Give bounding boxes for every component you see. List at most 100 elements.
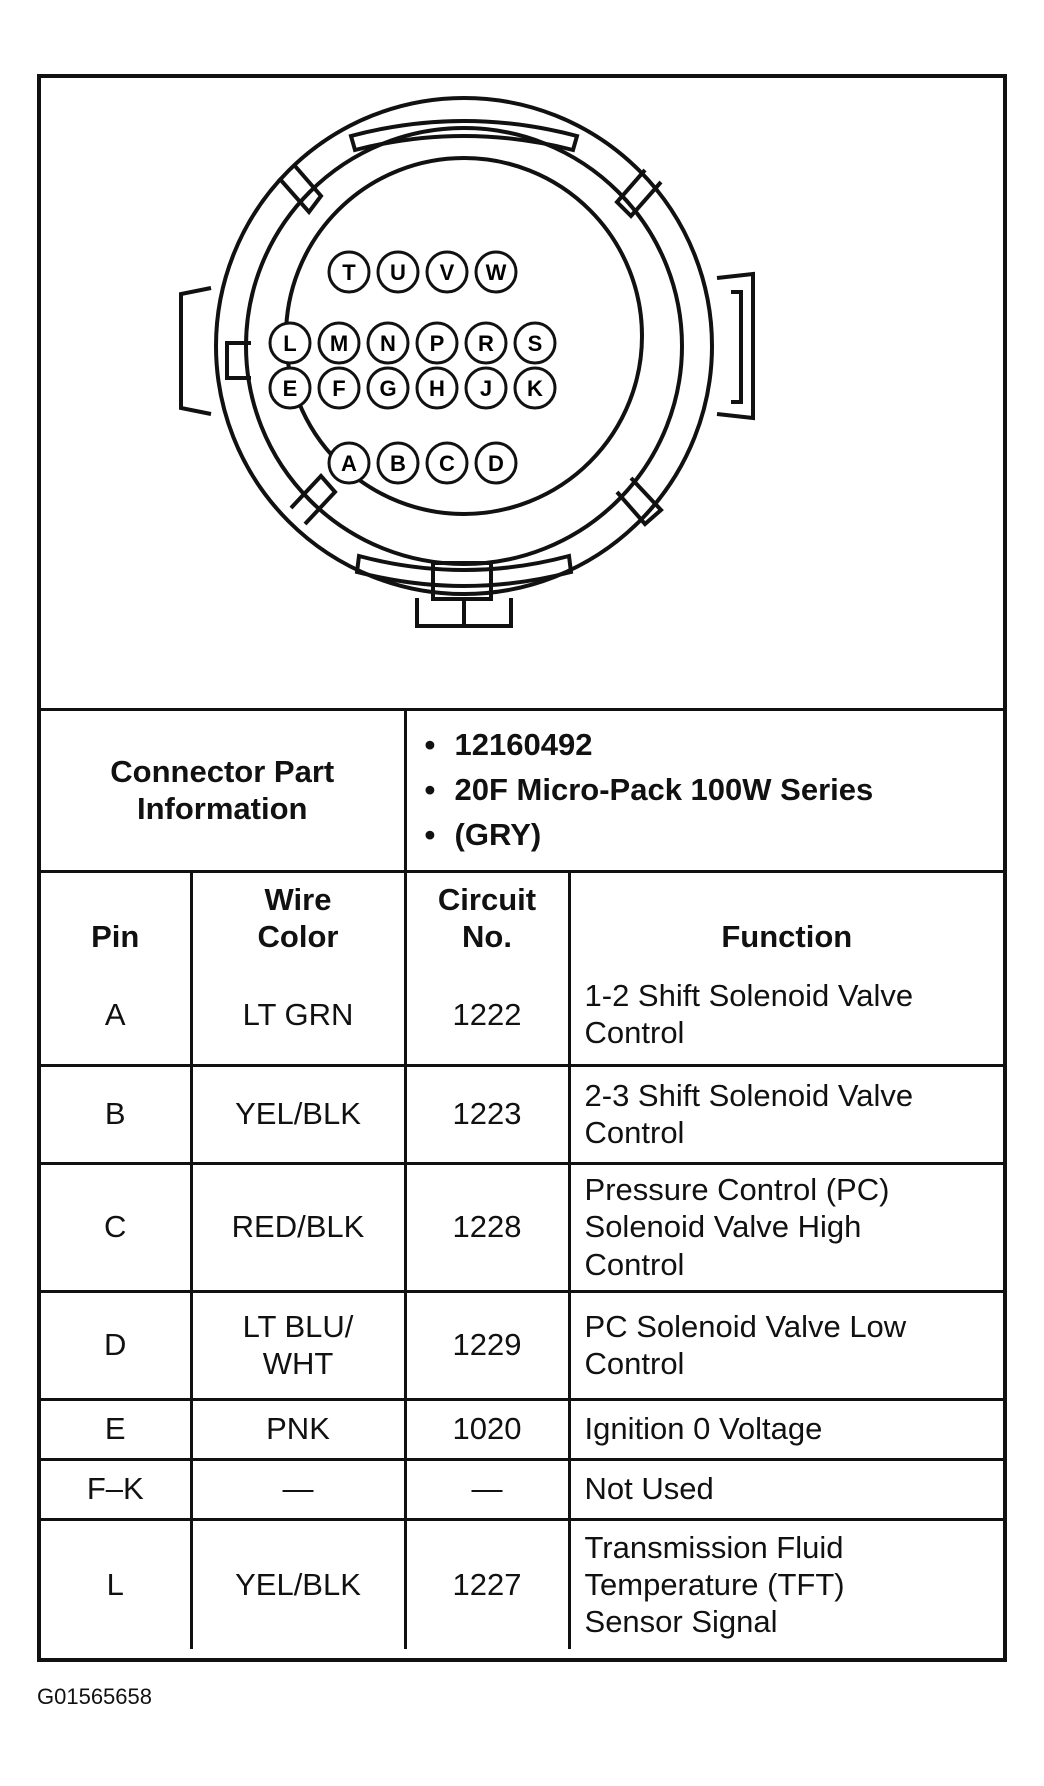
table-row: F–K——Not Used: [41, 1457, 1004, 1521]
pin-label: W: [486, 260, 507, 285]
wire-color-cell: LT GRN: [189, 965, 407, 1067]
pin-label: F: [332, 376, 345, 401]
notch-top-right: [614, 168, 663, 219]
header-circuit-no: Circuit No.: [403, 869, 571, 965]
pin-cell: E: [41, 1397, 193, 1461]
pin-b: B: [376, 441, 420, 485]
notch-bottom-left: [289, 473, 338, 526]
pin-h: H: [415, 366, 459, 410]
header-wire-color: Wire Color: [189, 869, 407, 965]
pin-a: A: [327, 441, 371, 485]
wire-color-cell: PNK: [189, 1397, 407, 1461]
pin-label: D: [488, 451, 504, 476]
pin-label: E: [283, 376, 298, 401]
header-pin: Pin: [41, 869, 193, 965]
pin-k: K: [513, 366, 557, 410]
pin-label: H: [429, 376, 445, 401]
wire-color-cell: YEL/BLK: [189, 1517, 407, 1649]
notch-bottom-right: [615, 476, 664, 527]
pinout-table: Connector Part Information •12160492 •20…: [41, 711, 1004, 1649]
pin-cell: A: [41, 965, 193, 1067]
pin-cell: C: [41, 1161, 193, 1293]
right-latch: [716, 271, 755, 421]
circuit-cell: 1222: [403, 965, 571, 1067]
right-latch-inner: [731, 290, 743, 404]
pin-label: B: [390, 451, 406, 476]
pin-t: T: [327, 250, 371, 294]
part-info-list: •12160492 •20F Micro-Pack 100W Series •(…: [415, 723, 996, 858]
connector-series: •20F Micro-Pack 100W Series: [424, 771, 874, 807]
pin-label: C: [439, 451, 455, 476]
pin-label: M: [330, 331, 348, 356]
connector-outer-shell: [214, 96, 714, 596]
left-latch: [179, 286, 212, 416]
pin-label: K: [527, 376, 543, 401]
wire-color-cell: RED/BLK: [189, 1161, 407, 1293]
top-key-slot: [348, 119, 580, 153]
part-number: •12160492: [424, 726, 593, 762]
pin-label: A: [341, 451, 357, 476]
header-function: Function: [567, 869, 1004, 965]
left-locking-tab: [225, 341, 251, 380]
circuit-cell: 1223: [403, 1063, 571, 1165]
pin-r: R: [464, 321, 508, 365]
pin-l: L: [268, 321, 312, 365]
pin-label: J: [480, 376, 492, 401]
table-header-row: Pin Wire Color Circuit No. Function: [41, 869, 1004, 965]
wire-color-cell: LT BLU/WHT: [189, 1289, 407, 1401]
part-info-row: Connector Part Information •12160492 •20…: [41, 711, 1004, 873]
pin-v: V: [425, 250, 469, 294]
pin-n: N: [366, 321, 410, 365]
notch-top-left: [277, 164, 324, 216]
pin-cell: D: [41, 1289, 193, 1401]
pin-m: M: [317, 321, 361, 365]
connector-color: •(GRY): [424, 816, 542, 852]
circuit-cell: 1229: [403, 1289, 571, 1401]
pin-u: U: [376, 250, 420, 294]
bottom-key-slot: [354, 553, 574, 588]
pin-f: F: [317, 366, 361, 410]
part-info-values: •12160492 •20F Micro-Pack 100W Series •(…: [403, 711, 1004, 873]
pin-w: W: [474, 250, 518, 294]
pin-c: C: [425, 441, 469, 485]
part-info-label: Connector Part Information: [41, 711, 407, 873]
pin-p: P: [415, 321, 459, 365]
circuit-cell: 1228: [403, 1161, 571, 1293]
pin-e: E: [268, 366, 312, 410]
wire-color-cell: —: [189, 1457, 407, 1521]
pin-label: T: [342, 260, 356, 285]
pin-label: U: [390, 260, 406, 285]
pin-g: G: [366, 366, 410, 410]
pin-label: R: [478, 331, 494, 356]
pin-label: N: [380, 331, 396, 356]
connector-inner-shell: [244, 126, 684, 566]
function-cell: Ignition 0 Voltage: [567, 1397, 1004, 1461]
figure-id: G01565658: [37, 1684, 152, 1709]
circuit-cell: —: [403, 1457, 571, 1521]
pin-label: L: [283, 331, 296, 356]
function-cell: Pressure Control (PC)Solenoid Valve High…: [567, 1161, 1004, 1293]
pin-label: V: [440, 260, 455, 285]
pin-cell: F–K: [41, 1457, 193, 1521]
wire-color-cell: YEL/BLK: [189, 1063, 407, 1165]
bottom-latch: [431, 561, 493, 601]
pin-label: G: [379, 376, 396, 401]
function-cell: Not Used: [567, 1457, 1004, 1521]
pin-cell: L: [41, 1517, 193, 1649]
pin-cell: B: [41, 1063, 193, 1165]
pin-label: P: [430, 331, 445, 356]
